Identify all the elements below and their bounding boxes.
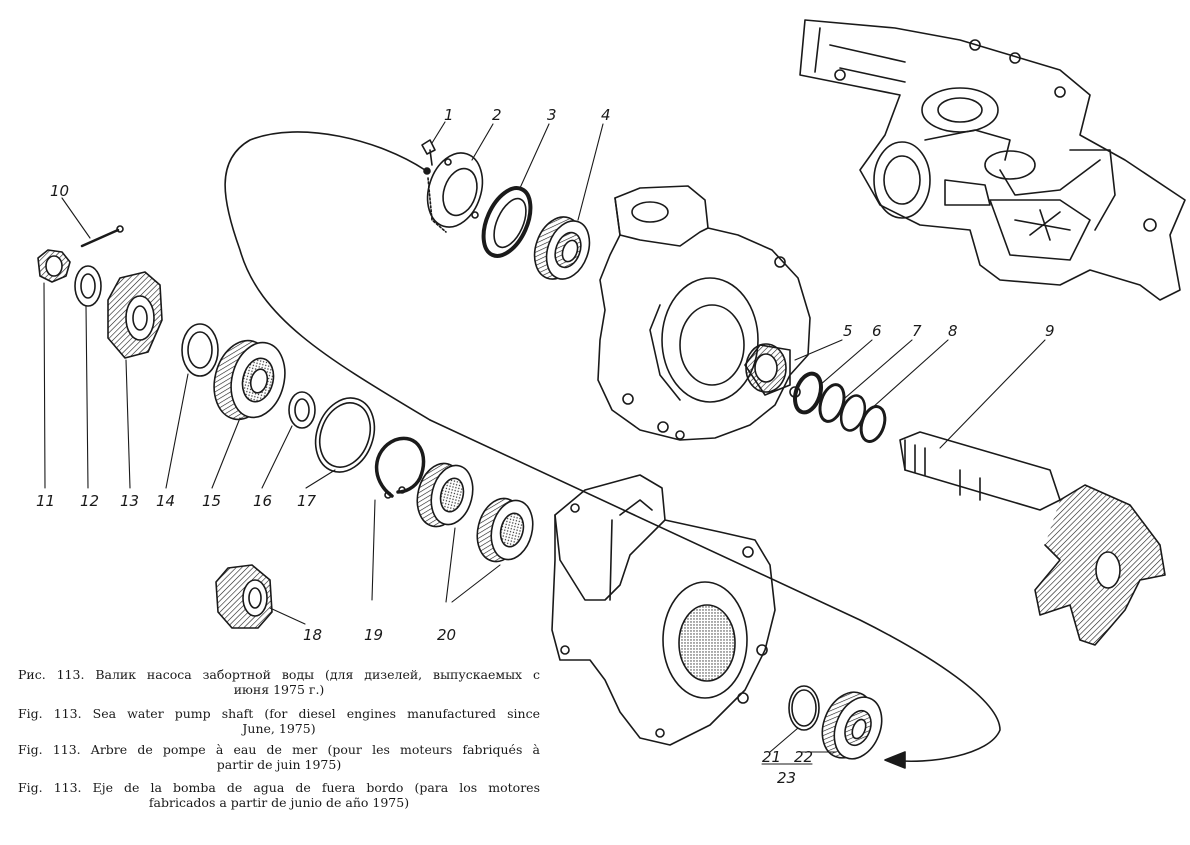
part-11-nut — [37, 249, 71, 283]
part-5-ring — [793, 371, 823, 415]
callout-22: 22 — [794, 748, 813, 766]
assembly-path-lower — [429, 419, 1001, 763]
callout-11: 11 — [36, 492, 55, 510]
part-15-bearing — [213, 339, 286, 421]
pump-housing-illustration — [597, 185, 811, 441]
caption-french-line1: Fig. 113. Arbre de pompe à eau de mer (p… — [18, 742, 540, 757]
part-7-ring — [839, 394, 867, 432]
callout-10: 10 — [50, 182, 69, 200]
callout-1: 1 — [444, 106, 454, 124]
leader-lines — [43, 121, 1046, 765]
callout-9: 9 — [1045, 322, 1055, 340]
caption-english-line2: June, 1975) — [242, 721, 316, 736]
arrowhead — [884, 751, 906, 769]
callout-5: 5 — [843, 322, 853, 340]
part-21-ring — [788, 685, 820, 731]
callout-4: 4 — [601, 106, 611, 124]
callout-7: 7 — [912, 322, 922, 340]
callout-17: 17 — [297, 492, 317, 510]
caption-english: Fig. 113. Sea water pump shaft (for dies… — [18, 706, 540, 736]
callout-15: 15 — [202, 492, 221, 510]
part-1-screw — [421, 139, 436, 175]
callout-2: 2 — [492, 106, 502, 124]
callout-23: 23 — [777, 769, 796, 787]
assembly-path-upper — [224, 131, 431, 421]
callout-14: 14 — [156, 492, 175, 510]
part-2-flange — [426, 152, 484, 233]
part-16-washer — [288, 391, 316, 429]
part-13-bevel-gear — [107, 271, 163, 359]
callout-3: 3 — [547, 106, 557, 124]
callout-16: 16 — [253, 492, 272, 510]
part-9-shaft-impeller — [899, 431, 1166, 646]
part-4-bearing — [533, 216, 591, 280]
part-20-bearings — [416, 462, 534, 563]
callout-12: 12 — [80, 492, 99, 510]
caption-english-line1: Fig. 113. Sea water pump shaft (for dies… — [18, 706, 540, 721]
callout-numbers: 1 2 3 4 5 6 7 8 9 10 11 12 13 14 15 16 1… — [36, 106, 1055, 787]
callout-20: 20 — [437, 626, 456, 644]
caption-spanish-line2: fabricados a partir de junio de año 1975… — [148, 795, 410, 810]
part-22-bearing — [821, 691, 883, 760]
part-18-gear — [215, 564, 273, 629]
caption-spanish: Fig. 113. Eje de la bomba de agua de fue… — [18, 780, 540, 810]
caption-french: Fig. 113. Arbre de pompe à eau de mer (p… — [18, 742, 540, 772]
part-17-ring — [314, 397, 376, 473]
caption-russian: Рис. 113. Валик насоса забортной воды (д… — [18, 667, 540, 697]
callout-6: 6 — [872, 322, 882, 340]
callout-21: 21 — [762, 748, 781, 766]
callout-19: 19 — [364, 626, 383, 644]
part-10-pin — [80, 225, 124, 248]
part-3-seal — [481, 186, 533, 258]
caption-russian-line2: июня 1975 г.) — [233, 682, 325, 697]
engine-assembly-illustration — [799, 19, 1186, 301]
part-14-shim — [181, 323, 219, 377]
callout-18: 18 — [303, 626, 322, 644]
caption-russian-line1: Рис. 113. Валик насоса забортной воды (д… — [18, 667, 540, 682]
callout-8: 8 — [948, 322, 958, 340]
caption-french-line2: partir de juin 1975) — [216, 757, 342, 772]
callout-13: 13 — [120, 492, 139, 510]
part-8-ring — [859, 405, 887, 443]
pump-cover-illustration — [551, 474, 776, 746]
part-12-washer — [74, 265, 102, 307]
caption-spanish-line1: Fig. 113. Eje de la bomba de agua de fue… — [18, 780, 540, 795]
part-19-circlip — [374, 436, 426, 499]
